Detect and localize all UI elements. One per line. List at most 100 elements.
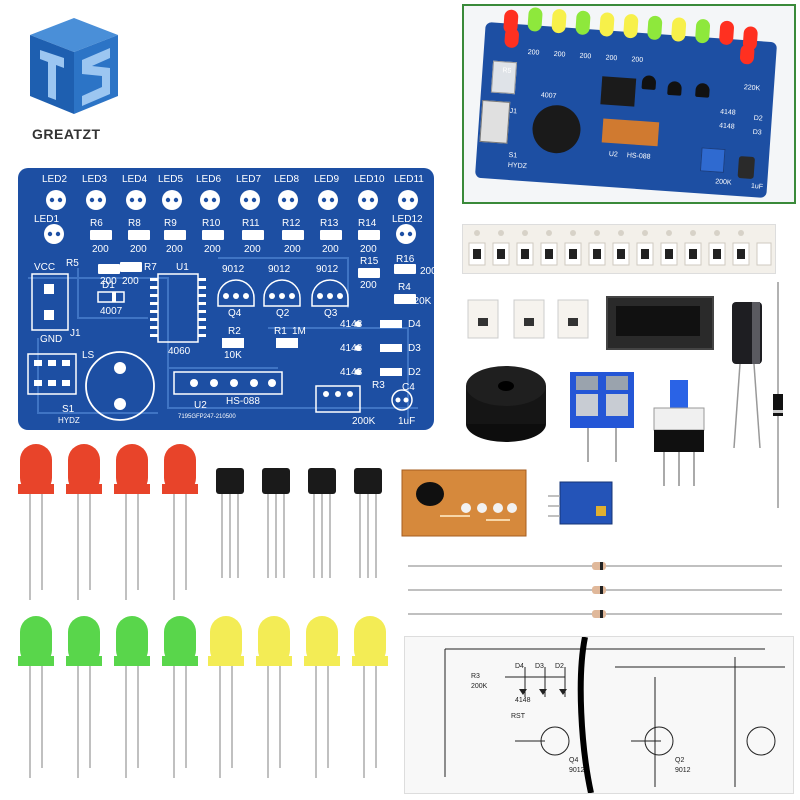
inset-transistor-3 xyxy=(695,82,711,98)
red-leds-icon xyxy=(18,444,198,600)
resistor-value: 200 xyxy=(204,244,221,255)
screw-terminal-icon xyxy=(570,372,634,462)
inset-transistor-2 xyxy=(667,80,683,96)
inset-label: 200 xyxy=(631,56,644,65)
r7-value: 200 xyxy=(122,276,139,287)
schematic-drawing-icon xyxy=(444,636,785,794)
r4-label: R4 xyxy=(398,282,411,293)
inset-label: 4148 xyxy=(718,122,735,131)
r15-label: R15 xyxy=(360,256,379,267)
r5-value: 200 xyxy=(100,276,117,287)
led-label: LED10 xyxy=(354,174,385,185)
schematic-label: RST xyxy=(511,713,525,720)
pcb-code: 7195GFP247-210500 xyxy=(178,414,236,420)
led12-label: LED12 xyxy=(392,214,423,225)
schematic-label: R3 xyxy=(471,673,480,680)
schematic-sheet: D4 4148 D3 D2 R3 200K RST Q4 9012 Q2 901… xyxy=(404,636,794,794)
led1-label: LED1 xyxy=(34,214,60,225)
u2-label: U2 xyxy=(194,400,207,411)
resistor-value: 200 xyxy=(284,244,301,255)
schematic-label: 200K xyxy=(471,683,488,690)
inset-led-row xyxy=(500,3,772,65)
led-label: LED8 xyxy=(274,174,300,185)
j1-label: J1 xyxy=(70,328,81,339)
inset-label: 220K xyxy=(743,84,761,93)
push-switch-icon xyxy=(653,380,705,486)
inset-label: 4007 xyxy=(540,92,557,101)
resistor-label: R8 xyxy=(128,218,141,229)
schematic-label: 9012 xyxy=(675,767,691,774)
schematic-label: D4 xyxy=(515,663,524,670)
vcc-label: VCC xyxy=(34,262,56,273)
smd-diode-pieces-icon xyxy=(467,299,589,339)
q-label: Q2 xyxy=(276,308,290,319)
inset-label: HYDZ xyxy=(507,161,528,171)
r3-value: 200K xyxy=(352,416,376,427)
r2-value: 10K xyxy=(224,350,242,361)
c4-value: 1uF xyxy=(398,416,416,427)
q-value: 9012 xyxy=(268,264,291,275)
d-label: D2 xyxy=(408,367,421,378)
resistor-value: 200 xyxy=(360,244,377,255)
resistor-label: R11 xyxy=(242,218,260,229)
inset-trimmer xyxy=(699,147,726,173)
q-label: Q4 xyxy=(228,308,242,319)
smd-resistor-tape xyxy=(462,224,776,274)
inset-pcb: R5 200 200 200 200 200 J1 S1 HYDZ 4007 U… xyxy=(474,7,778,198)
resistor-value: 200 xyxy=(92,244,109,255)
resistor-label: R6 xyxy=(90,218,103,229)
led-label: LED7 xyxy=(236,174,262,185)
trimmer-pot-icon xyxy=(548,481,613,525)
transistors-icon xyxy=(216,468,382,578)
d-value: 4148 xyxy=(340,343,363,354)
hydz-label: HYDZ xyxy=(58,416,80,425)
led-label: LED6 xyxy=(196,174,222,185)
resistor-label: R14 xyxy=(358,218,377,229)
resistor-value: 200 xyxy=(322,244,339,255)
q-label: Q3 xyxy=(324,308,338,319)
green-leds-icon xyxy=(18,616,198,778)
pcb-traces-icon xyxy=(27,190,418,421)
resistor-value: 200 xyxy=(166,244,183,255)
inset-label: S1 xyxy=(508,151,518,160)
inset-buzzer xyxy=(530,103,583,155)
inset-photo-frame: R5 200 200 200 200 200 J1 S1 HYDZ 4007 U… xyxy=(462,4,796,204)
d-value: 4148 xyxy=(340,367,363,378)
signal-diodes-icon xyxy=(408,562,782,618)
r4-value: 220K xyxy=(408,296,432,307)
sound-module-icon xyxy=(401,469,527,537)
rectifier-diode-icon xyxy=(773,282,783,508)
d1-value: 4007 xyxy=(100,306,123,317)
ls-label: LS xyxy=(82,350,95,361)
r15-value: 200 xyxy=(360,280,377,291)
r16-label: R16 xyxy=(396,254,415,265)
led-label: LED3 xyxy=(82,174,108,185)
inset-label: 1uF xyxy=(750,182,764,191)
inset-transistor-1 xyxy=(641,75,657,91)
brand-logo: GREATZT xyxy=(18,10,130,150)
buzzer-icon xyxy=(466,366,546,442)
schematic-label: 9012 xyxy=(569,767,585,774)
inset-label: 200 xyxy=(605,54,618,63)
inset-label: J1 xyxy=(509,107,518,116)
s1-label: S1 xyxy=(62,404,75,415)
led-label: LED2 xyxy=(42,174,68,185)
d-value: 4148 xyxy=(340,319,363,330)
inset-label: R5 xyxy=(502,67,512,75)
logo-cube-icon xyxy=(30,18,118,114)
inset-label: D2 xyxy=(753,114,763,123)
inset-capacitor xyxy=(737,155,756,180)
q-value: 9012 xyxy=(316,264,339,275)
r3-label: R3 xyxy=(372,380,385,391)
inset-label: U2 xyxy=(608,150,619,159)
led-label: LED11 xyxy=(394,174,424,185)
main-pcb: LED2 LED3 LED4 LED5 LED6 LED7 LED8 LED9 … xyxy=(18,168,437,430)
inset-label: D3 xyxy=(752,128,762,137)
led-label: LED9 xyxy=(314,174,340,185)
r16-value: 200 xyxy=(420,266,437,277)
schematic-label: Q2 xyxy=(675,757,685,764)
u2-value: HS-088 xyxy=(226,396,260,407)
d-label: D4 xyxy=(408,319,421,330)
led-label-row: LED2 LED3 LED4 LED5 LED6 LED7 LED8 LED9 … xyxy=(42,174,432,188)
q-value: 9012 xyxy=(222,264,245,275)
